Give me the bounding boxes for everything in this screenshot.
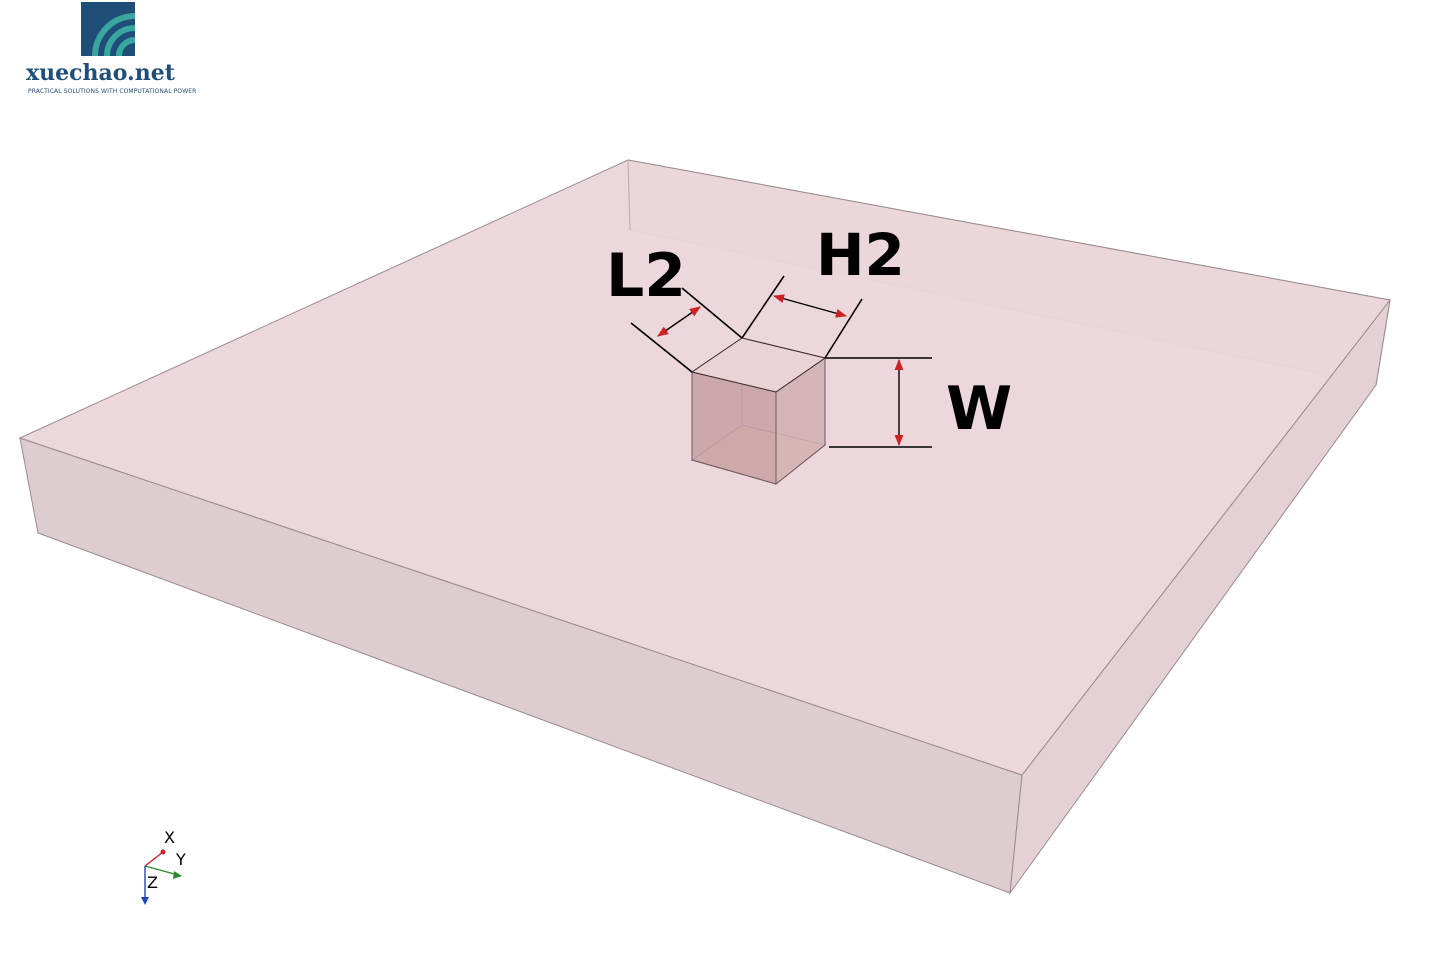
- dimension-w: W: [825, 357, 1012, 448]
- logo-name: xuechao.net: [26, 60, 175, 86]
- y-axis-label: Y: [175, 850, 186, 869]
- l2-extension-line-right: [681, 287, 743, 339]
- dimension-l2: L2: [606, 241, 743, 373]
- l2-dimension-arrow: [657, 306, 701, 337]
- x-axis-line: [144, 851, 164, 867]
- h2-extension-line-right: [824, 298, 863, 359]
- l2-label: L2: [606, 241, 686, 311]
- h2-extension-line-left: [741, 275, 785, 339]
- z-axis-label: Z: [147, 873, 158, 892]
- dimension-h2: H2: [741, 221, 905, 359]
- h2-label: H2: [816, 221, 905, 289]
- logo-mark-icon: [81, 2, 135, 56]
- slab: [18, 159, 1391, 895]
- cube: [690, 337, 827, 486]
- l2-extension-line-left: [630, 322, 693, 373]
- y-axis-arrow-icon: [173, 871, 182, 879]
- x-axis-tip-icon: [160, 849, 166, 855]
- slab-top-face: [18, 159, 1391, 776]
- logo-tagline: PRACTICAL SOLUTIONS WITH COMPUTATIONAL P…: [28, 88, 197, 95]
- h2-dimension-arrow: [772, 294, 848, 318]
- x-axis-label: X: [164, 828, 175, 847]
- slab-inner-left-edge: [627, 159, 631, 231]
- w-label: W: [946, 374, 1012, 444]
- y-axis-line: [144, 865, 179, 876]
- logo: xuechao.net PRACTICAL SOLUTIONS WITH COM…: [26, 2, 196, 97]
- axis-triad: X Y Z: [141, 828, 186, 905]
- z-axis-arrow-icon: [141, 897, 149, 905]
